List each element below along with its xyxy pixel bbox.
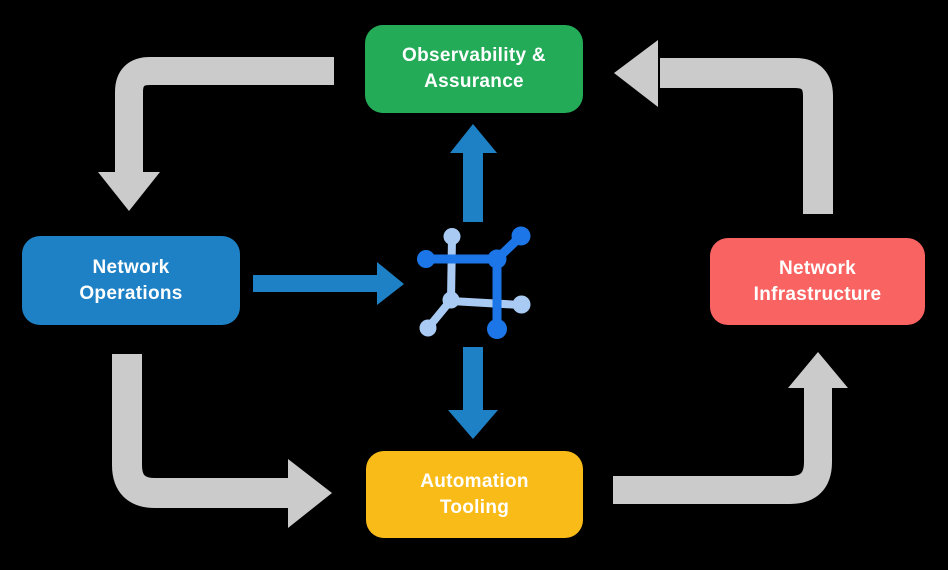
network-icon-light-nodes — [419, 228, 531, 337]
cycle-arrow-observability-to-operations — [98, 57, 334, 211]
arrowhead-up-icon — [788, 352, 848, 388]
node-observability-assurance: Observability & Assurance — [365, 25, 583, 113]
node-label-line: Automation — [420, 470, 529, 492]
cycle-arrow-infrastructure-to-observability — [614, 40, 833, 214]
data-arrow-up-icon — [450, 124, 497, 222]
cycle-arrow-shaft — [112, 354, 292, 508]
cycle-arrow-shaft — [115, 57, 334, 178]
cycle-arrow-automation-to-infrastructure — [613, 352, 848, 504]
node-network-operations: Network Operations — [22, 236, 240, 325]
cycle-arrow-shaft — [660, 58, 833, 214]
node-label-line: Observability & — [402, 45, 546, 66]
network-fabric-icon — [417, 226, 531, 339]
network-icon-dark-nodes — [417, 226, 531, 339]
data-arrow-right-icon — [253, 262, 404, 305]
node-label-line: Operations — [79, 282, 183, 304]
node-label-line: Tooling — [439, 496, 510, 518]
node-label-line: Network — [92, 256, 170, 278]
cycle-arrow-operations-to-automation — [112, 354, 332, 528]
node-label-line: Network — [778, 257, 857, 279]
arrowhead-right-icon — [288, 459, 332, 528]
data-arrow-down-icon — [448, 347, 498, 439]
node-label-line: Infrastructure — [753, 283, 882, 305]
cycle-arrow-shaft — [613, 385, 832, 504]
node-network-infrastructure: Network Infrastructure — [710, 238, 925, 325]
node-automation-tooling: Automation Tooling — [366, 451, 583, 538]
node-label-line: Assurance — [424, 71, 524, 92]
arrowhead-down-icon — [98, 172, 160, 211]
arrowhead-left-icon — [614, 40, 658, 107]
